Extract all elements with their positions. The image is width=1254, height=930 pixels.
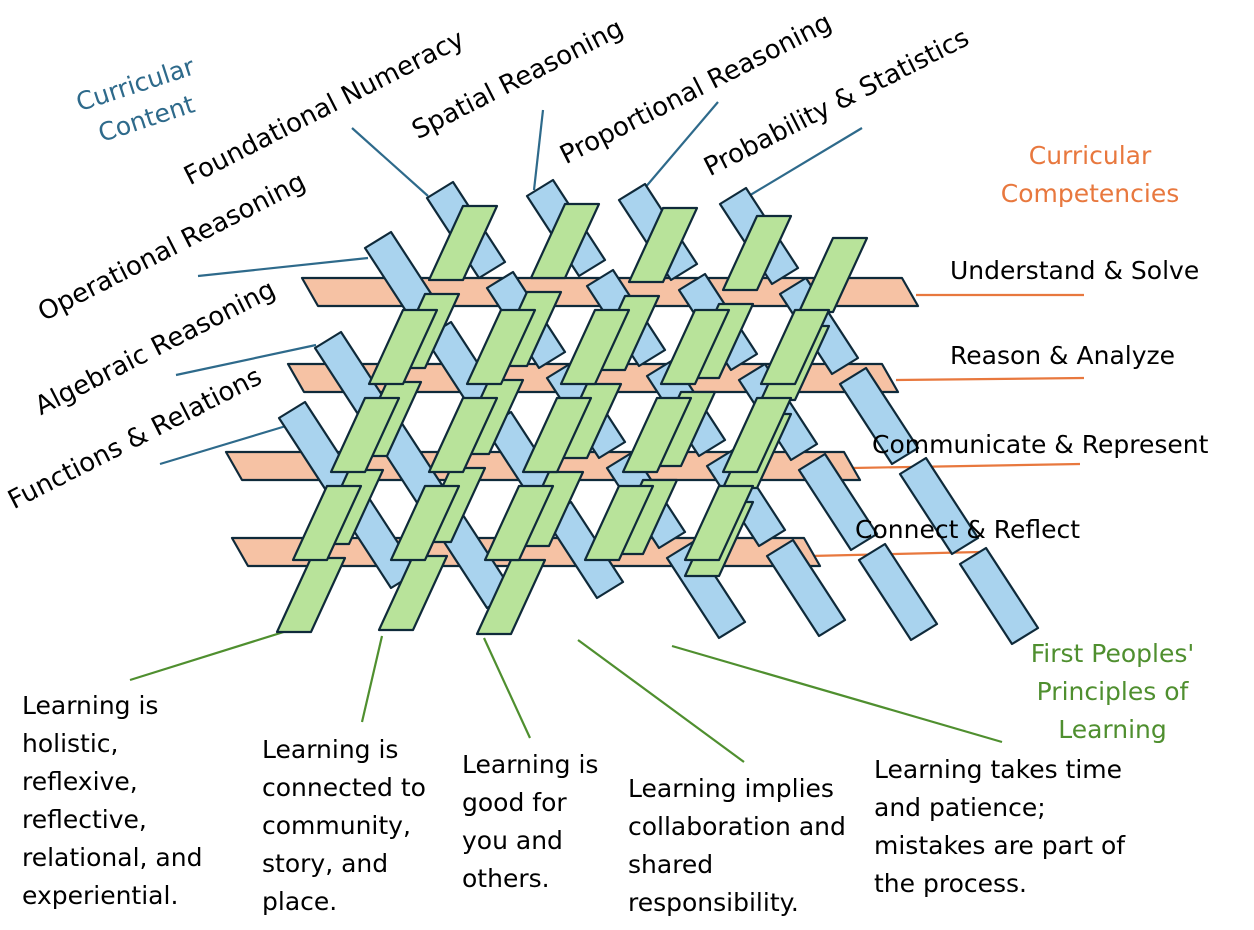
principle-strand-2-seg-5	[377, 554, 449, 632]
content-strand-4-seg-5	[958, 546, 1040, 646]
leader-communicate-represent	[851, 462, 1081, 470]
woven-strands	[224, 178, 1040, 646]
principle-collaboration: Learning implies collaboration and share…	[628, 774, 846, 917]
principle-strand-1-seg-1	[427, 204, 499, 282]
principle-strand-8-seg-3	[483, 484, 555, 562]
principle-strand-10-seg-1	[759, 308, 831, 386]
leader-collaboration	[577, 639, 745, 763]
principle-strand-6-seg-3	[291, 484, 363, 562]
leader-algebraic-reasoning	[175, 343, 317, 377]
principle-holistic: Learning is holistic, reflexive, reflect…	[22, 691, 203, 910]
principle-strand-5-seg-1	[797, 236, 869, 314]
principle-strand-3-seg-1	[627, 206, 699, 284]
principle-strand-10-seg-3	[683, 484, 755, 562]
leader-reason-analyze	[895, 376, 1085, 382]
content-strand-4-seg-4	[898, 456, 980, 556]
principle-strand-9-seg-3	[583, 484, 655, 562]
principle-strand-8-seg-1	[559, 308, 631, 386]
principle-community: Learning is connected to community, stor…	[262, 735, 426, 916]
leader-good-for-others	[483, 637, 531, 739]
principle-strand-9-seg-1	[659, 308, 731, 386]
leader-community	[360, 635, 384, 723]
leader-lines	[129, 101, 1085, 763]
leader-probability-statistics	[741, 127, 863, 201]
principle-good-for-others: Learning is good for you and others.	[462, 750, 599, 893]
content-strand-2-seg-5	[765, 538, 847, 638]
leader-operational-reasoning	[197, 256, 369, 278]
leader-functions-relations	[159, 424, 287, 466]
competency-label-connect-reflect: Connect & Reflect	[855, 515, 1081, 544]
principle-strand-8-seg-2	[521, 396, 593, 474]
leader-spatial-reasoning	[532, 109, 545, 191]
principle-strand-10-seg-2	[721, 396, 793, 474]
leader-proportional-reasoning	[637, 101, 719, 197]
principle-strand-4-seg-1	[721, 214, 793, 292]
leader-time-patience	[671, 644, 1003, 744]
competency-label-understand-solve: Understand & Solve	[950, 256, 1200, 285]
principle-strand-6-seg-1	[367, 308, 439, 386]
competency-label-reason-analyze: Reason & Analyze	[950, 341, 1176, 370]
first-peoples-header: First Peoples' Principles of Learning	[1030, 639, 1195, 744]
principle-strand-3-seg-5	[475, 558, 547, 636]
principle-strand-2-seg-1	[529, 202, 601, 280]
leader-foundational-numeracy	[351, 127, 429, 197]
content-strand-3-seg-4	[797, 452, 879, 552]
principle-strand-7-seg-1	[465, 308, 537, 386]
principle-strand-7-seg-2	[427, 396, 499, 474]
leader-holistic	[129, 628, 291, 682]
content-strand-4-seg-3	[838, 366, 920, 466]
principle-strand-6-seg-2	[329, 396, 401, 474]
curricular-competencies-header: Curricular Competencies	[1000, 141, 1180, 208]
principle-strand-9-seg-2	[621, 396, 693, 474]
principle-strand-7-seg-3	[389, 484, 461, 562]
principle-time-patience: Learning takes time and patience; mistak…	[874, 755, 1126, 898]
principle-strand-1-seg-5	[275, 556, 347, 634]
competency-label-communicate-represent: Communicate & Represent	[872, 430, 1209, 459]
content-strand-1-seg-5	[665, 540, 747, 640]
content-strand-3-seg-5	[857, 542, 939, 642]
